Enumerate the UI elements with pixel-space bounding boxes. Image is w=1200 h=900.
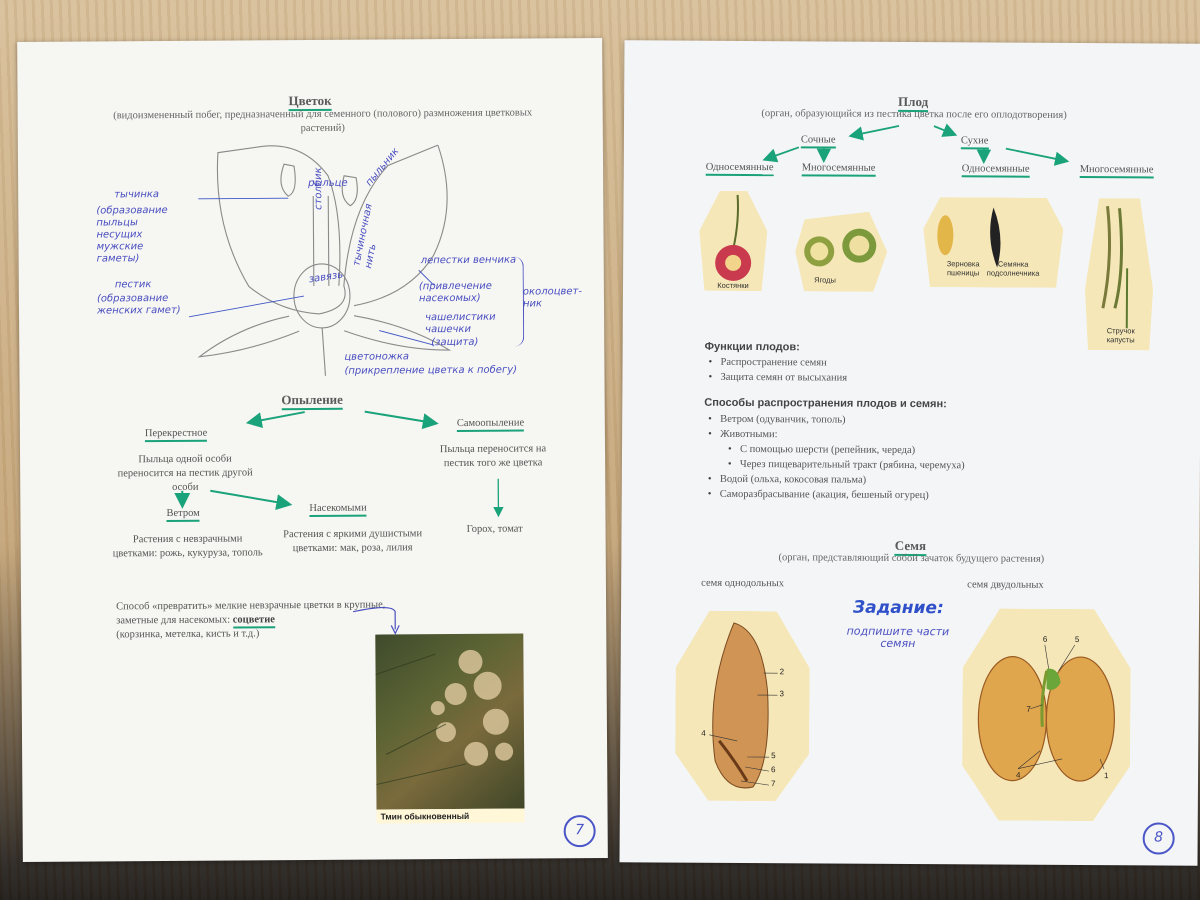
hand-label-pestik-note: (образование женских гамет) (96, 293, 181, 317)
pistil (312, 195, 330, 286)
di-number-7: 7 (1026, 704, 1031, 714)
dispersal-sublist: С помощью шерсти (репейник, череда) Чере… (720, 442, 965, 473)
mono-number-6: 6 (771, 765, 776, 775)
list-item: Через пищеварительный тракт (рябина, чер… (740, 457, 965, 473)
caption-kostyanki: Костянки (717, 280, 749, 291)
dispersal-list: Ветром (одуванчик, тополь) Животными: С … (704, 412, 965, 504)
pod-drawing (1085, 198, 1154, 350)
fruit-dry: Сухие (960, 134, 989, 150)
page-left: Цветок (видоизмененный побег, предназнач… (17, 37, 608, 863)
fruit-juicy: Сочные (800, 133, 836, 149)
caraway-flowers (375, 649, 514, 786)
fruit-many-seed-dry: Многосемянные (1079, 163, 1154, 179)
pollination-wind: Ветром (166, 507, 200, 523)
di-seed-cutout: 6 5 7 4 1 (962, 608, 1131, 821)
hand-label-pestik: пестик (114, 279, 152, 291)
list-item: С помощью шерсти (репейник, череда) (740, 442, 965, 458)
list-item: Защита семян от высыхания (720, 370, 847, 386)
pollination-self-example: Горох, томат (466, 523, 523, 535)
list-item: Животными: С помощью шерсти (репейник, ч… (720, 427, 965, 473)
di-number-1: 1 (1104, 771, 1109, 781)
mono-number-7: 7 (770, 779, 776, 789)
fruit-many-seed-juicy: Многосемянные (801, 161, 876, 177)
dispersal-title: Способы распространения плодов и семян: (704, 396, 947, 411)
pollination-cross-desc: Пыльца одной особи переносится на пестик… (117, 453, 253, 493)
hand-label-cvetonozhka: цветоножка (344, 351, 410, 363)
hand-label-tychinka-note: (образование пыльцы несущих мужские гаме… (96, 205, 168, 265)
hand-label-chashelistik: чашелистики чашечки (425, 311, 496, 336)
flower-diagram (188, 144, 452, 376)
pollination-self: Самоопыление (456, 417, 525, 432)
stem (321, 327, 327, 376)
functions-list: Распространение семян Защита семян от вы… (704, 355, 847, 386)
pod-cutout: Стручок капусты (1085, 198, 1154, 350)
hand-label-stolbik: столбик (313, 167, 325, 210)
list-item: Ветром (одуванчик, тополь) (720, 412, 965, 428)
seed-di-label: семя двудольных (967, 579, 1044, 591)
flower-subtitle: (видоизмененный побег, предназначенный д… (113, 107, 533, 135)
fruit-one-seed-juicy: Односемянные (705, 161, 774, 177)
seed-subtitle: (орган, представляющий собой зачаток буд… (778, 552, 1045, 565)
caraway-photo (375, 633, 525, 810)
task-title: Задание: (852, 597, 944, 619)
pollination-insects-desc: Растения с яркими душистыми цветками: ма… (283, 528, 423, 555)
list-item: Распространение семян (721, 355, 848, 371)
task-text: подпишите части семян (846, 624, 950, 651)
hand-label-tychinka: тычинка (114, 189, 160, 201)
petal-outer-right (353, 144, 448, 307)
functions-title: Функции плодов: (704, 340, 800, 354)
pollination-self-desc: Пыльца переносится на пестик того же цве… (439, 443, 547, 470)
grain-cutout: Зерновка пшеницы Семянка подсолнечника (923, 197, 1064, 288)
grain-drawing (923, 197, 1064, 288)
page-right: Плод (орган, образующийся из пестика цве… (619, 40, 1200, 866)
di-number-6: 6 (1042, 634, 1048, 644)
caption-struchok: Стручок капусты (1106, 326, 1135, 345)
sepal-right (343, 315, 452, 351)
caption-semyanka: Семянка подсолнечника (986, 259, 1040, 278)
hand-label-lepestok: лепестки венчика (420, 254, 517, 267)
caption-yagody: Ягоды (814, 275, 836, 285)
seed-mono-label: семя однодольных (701, 577, 785, 590)
berries-cutout: Ягоды (795, 211, 887, 292)
page-number-left: 7 (563, 815, 596, 848)
mono-number-4: 4 (701, 728, 706, 738)
cherry-drawing (699, 191, 768, 291)
page-number-right: 8 (1142, 822, 1175, 855)
pollination-insects: Насекомыми (309, 502, 367, 518)
di-seed-drawing (962, 608, 1131, 821)
caraway-caption: Тмин обыкновенный (376, 808, 525, 824)
hand-label-chashelistik-note: (защита) (431, 336, 479, 349)
hand-label-okolocvetnik: околоцвет-ник (522, 286, 583, 310)
petal-left (216, 145, 320, 315)
anther-left (280, 163, 296, 197)
mono-number-5: 5 (771, 751, 776, 761)
pollination-wind-desc: Растения с невзрачными цветками: рожь, к… (112, 533, 263, 560)
anther-right (341, 175, 358, 207)
petal-inner-left (262, 145, 341, 286)
pollination-cross: Перекрестное (144, 427, 208, 443)
mono-seed-drawing (675, 611, 810, 802)
pollination-arrows (174, 410, 504, 518)
mono-seed-cutout: 2 3 4 5 6 7 (675, 611, 810, 802)
di-number-5: 5 (1074, 635, 1080, 645)
berries-drawing (795, 211, 887, 292)
list-item: Водой (ольха, кокосовая пальма) (720, 472, 965, 488)
mono-number-2: 2 (779, 667, 785, 677)
mono-number-3: 3 (779, 689, 785, 699)
di-number-4: 4 (1016, 770, 1021, 780)
inflorescence-arrow (353, 606, 400, 635)
fruit-arrows (762, 123, 1070, 166)
caption-zernovka: Зерновка пшеницы (946, 259, 980, 278)
cherry-cutout: Костянки (699, 191, 768, 291)
petal-right (318, 144, 439, 315)
brace-perianth (512, 256, 525, 347)
sepal-left (197, 315, 300, 358)
list-item: Саморазбрасывание (акация, бешеный огуре… (720, 487, 965, 503)
hand-label-cvetonozhka-note: (прикрепление цветка к побегу) (344, 364, 518, 377)
fruit-one-seed-dry: Односемянные (961, 162, 1030, 178)
